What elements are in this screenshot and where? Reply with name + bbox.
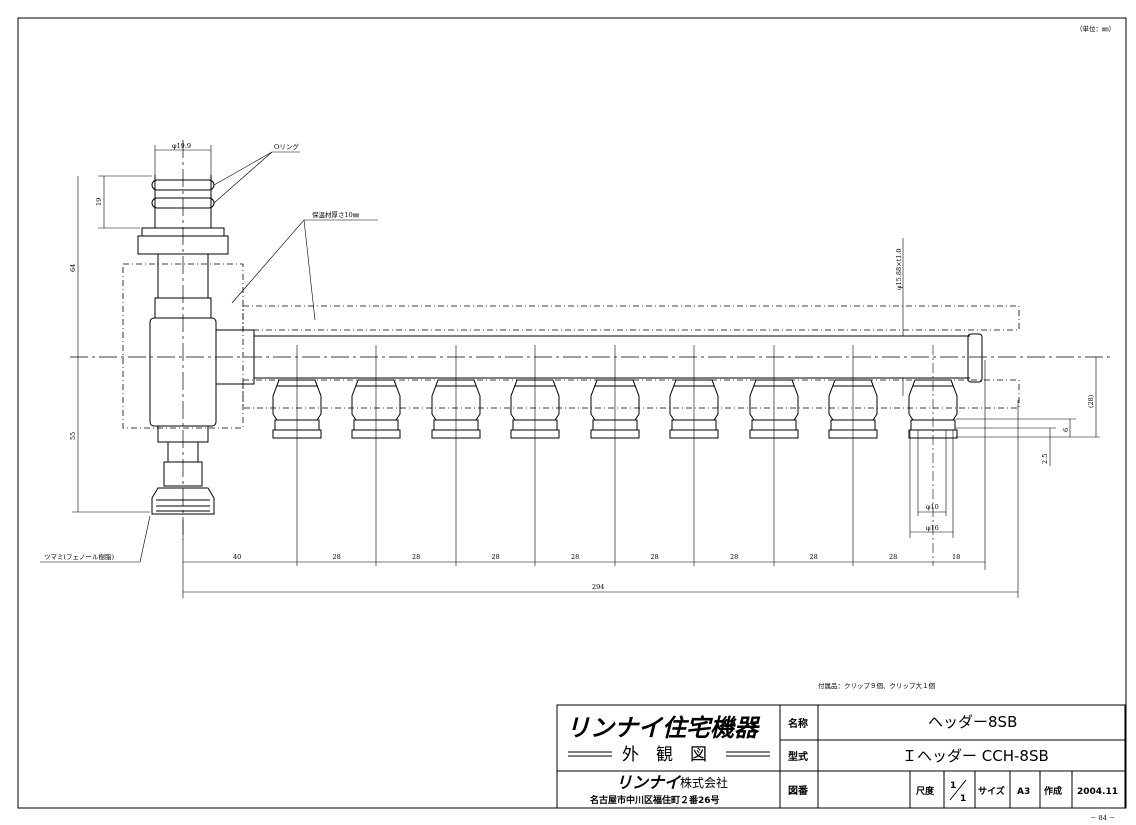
created-date: 2004.11 [1077, 787, 1118, 797]
dim-pitch: 28 [810, 553, 818, 561]
header-pipe [254, 333, 983, 383]
dim-right-28: (28) [1087, 394, 1095, 408]
label-o-ring: Oリング [274, 142, 299, 151]
dim-pitch-first: 40 [233, 553, 241, 561]
dim-right-2-5: 2.5 [1041, 454, 1049, 464]
pitch-labels: 28 28 28 28 28 28 28 28 [333, 553, 898, 561]
outlets [272, 345, 958, 566]
product-model: Ｉヘッダー CCH-8SB [902, 747, 1049, 765]
dim-top-dia: φ19.9 [172, 142, 191, 150]
product-name: ヘッダー8SB [928, 713, 1017, 731]
outlet-fitting [590, 345, 640, 566]
outlet-fitting [828, 345, 878, 566]
label-scale: 尺度 [916, 785, 935, 797]
outlet-fitting [431, 345, 481, 566]
company-logo: リンナイ住宅機器 [566, 714, 761, 742]
accessories-note: 付属品：クリップ９個、クリップ大１個 [818, 681, 936, 690]
label-knob: ツマミ(フェノール樹脂) [44, 552, 115, 561]
dimension-lines [40, 145, 1100, 598]
dim-top-height: 19 [95, 198, 103, 206]
title-block [556, 704, 1126, 809]
dim-pitch: 28 [333, 553, 341, 561]
dim-right-6: 6 [1062, 428, 1070, 432]
outlet-fitting [749, 345, 799, 566]
dim-total: 294 [592, 583, 604, 591]
dim-outlet-inner: φ10 [926, 503, 939, 511]
drawing-border [17, 17, 1127, 809]
dim-outlet-outer: φ16 [926, 524, 939, 532]
label-size: サイズ [978, 785, 1005, 797]
dim-pitch: 28 [412, 553, 420, 561]
company-suffix: 株式会社 [680, 775, 728, 790]
scale-num: 1 [950, 781, 956, 791]
label-insulation: 保温材厚さ10㎜ [312, 210, 360, 219]
label-drawing-no: 図番 [788, 784, 809, 797]
label-created: 作成 [1044, 785, 1062, 797]
dim-end: 18 [952, 553, 960, 561]
outlet-fitting [669, 345, 719, 566]
outlet-fitting [510, 345, 560, 566]
page-number: － 84 － [1090, 814, 1115, 822]
company-name: リンナイ [616, 773, 682, 792]
dim-pitch: 28 [730, 553, 738, 561]
unit-note: （単位：㎜） [1076, 24, 1115, 33]
drawing-type: 外 観 図 [622, 745, 707, 765]
label-pipe-dia: φ15.88×t1.0 [895, 248, 903, 290]
dim-pitch: 28 [889, 553, 897, 561]
dim-pitch: 28 [571, 553, 579, 561]
dim-upper-height: 64 [69, 264, 77, 272]
label-name: 名称 [788, 717, 808, 730]
insulation-outline [122, 263, 1020, 429]
valve-body [137, 175, 255, 515]
scale-den: 1 [960, 794, 966, 804]
outlet-fitting [351, 345, 401, 566]
label-model: 型式 [788, 750, 808, 763]
dim-pitch: 28 [492, 553, 500, 561]
size-value: A3 [1017, 787, 1030, 797]
outlet-fitting [272, 345, 322, 566]
dim-lower-height: 55 [69, 432, 77, 440]
dim-pitch: 28 [651, 553, 659, 561]
outlet-fitting [908, 345, 958, 566]
company-address: 名古屋市中川区福住町２番26号 [590, 794, 720, 806]
knob [151, 487, 215, 515]
